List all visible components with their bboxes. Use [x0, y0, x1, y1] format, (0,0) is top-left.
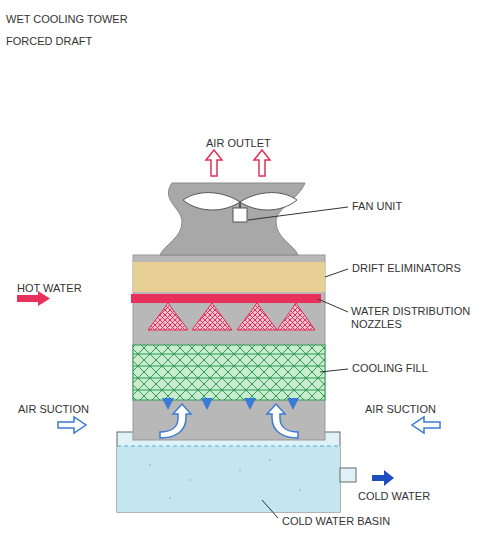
diagram-title: WET COOLING TOWER FORCED DRAFT	[6, 8, 146, 52]
part-label: FAN UNIT	[352, 200, 402, 213]
flow-label: COLD WATER	[358, 490, 430, 503]
part-label: COLD WATER BASIN	[282, 515, 390, 528]
part-label: WATER DISTRIBUTION NOZZLES	[351, 305, 496, 331]
flow-label: AIR OUTLET	[206, 137, 271, 150]
flow-label: AIR SUCTION	[18, 403, 89, 416]
flow-label: HOT WATER	[17, 282, 82, 295]
flow-label: AIR SUCTION	[365, 403, 436, 416]
part-label: DRIFT ELIMINATORS	[352, 262, 461, 275]
part-label: COOLING FILL	[352, 362, 428, 375]
